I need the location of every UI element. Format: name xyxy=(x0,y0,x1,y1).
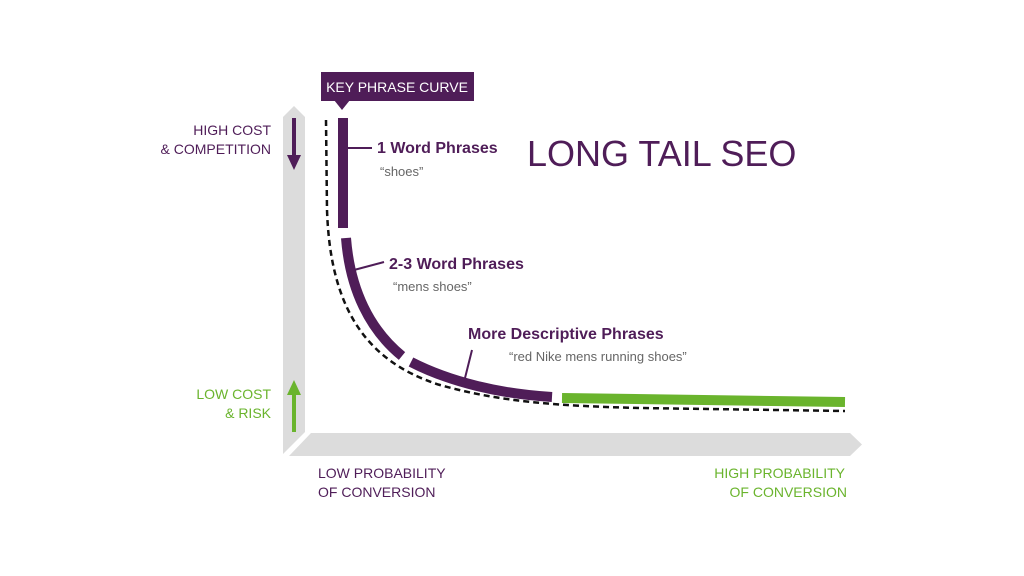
curve-segment-2-3-word xyxy=(341,237,406,360)
low-probability-label: LOW PROBABILITY xyxy=(318,465,446,481)
segment-heading: More Descriptive Phrases xyxy=(468,326,664,343)
curve-label-text: KEY PHRASE CURVE xyxy=(326,79,468,95)
segment-heading: 1 Word Phrases xyxy=(377,140,498,157)
segment-example: “red Nike mens running shoes” xyxy=(509,349,687,364)
high-cost-label: & COMPETITION xyxy=(161,141,271,157)
high-probability-label: OF CONVERSION xyxy=(730,484,847,500)
high-cost-label: HIGH COST xyxy=(193,122,271,138)
segment-example: “mens shoes” xyxy=(393,279,472,294)
segment-example: “shoes” xyxy=(380,164,423,179)
high-probability-label: HIGH PROBABILITY xyxy=(714,465,845,481)
curve-segment-long-tail xyxy=(561,393,846,407)
segment-heading: 2-3 Word Phrases xyxy=(389,256,524,273)
low-probability-label: OF CONVERSION xyxy=(318,484,435,500)
y-axis-bar xyxy=(283,106,305,454)
leader-line xyxy=(464,349,473,379)
down-arrow-icon xyxy=(287,118,301,170)
dashed-reference-curve xyxy=(324,119,846,413)
page-title: LONG TAIL SEO xyxy=(527,133,796,174)
low-cost-label: LOW COST xyxy=(196,386,271,402)
up-arrow-icon xyxy=(287,380,301,432)
curve-segment-descriptive xyxy=(408,357,553,402)
low-cost-label: & RISK xyxy=(225,405,272,421)
key-phrase-curve-label: KEY PHRASE CURVE xyxy=(321,72,474,110)
x-axis-bar xyxy=(289,433,862,456)
leader-line xyxy=(353,261,385,271)
